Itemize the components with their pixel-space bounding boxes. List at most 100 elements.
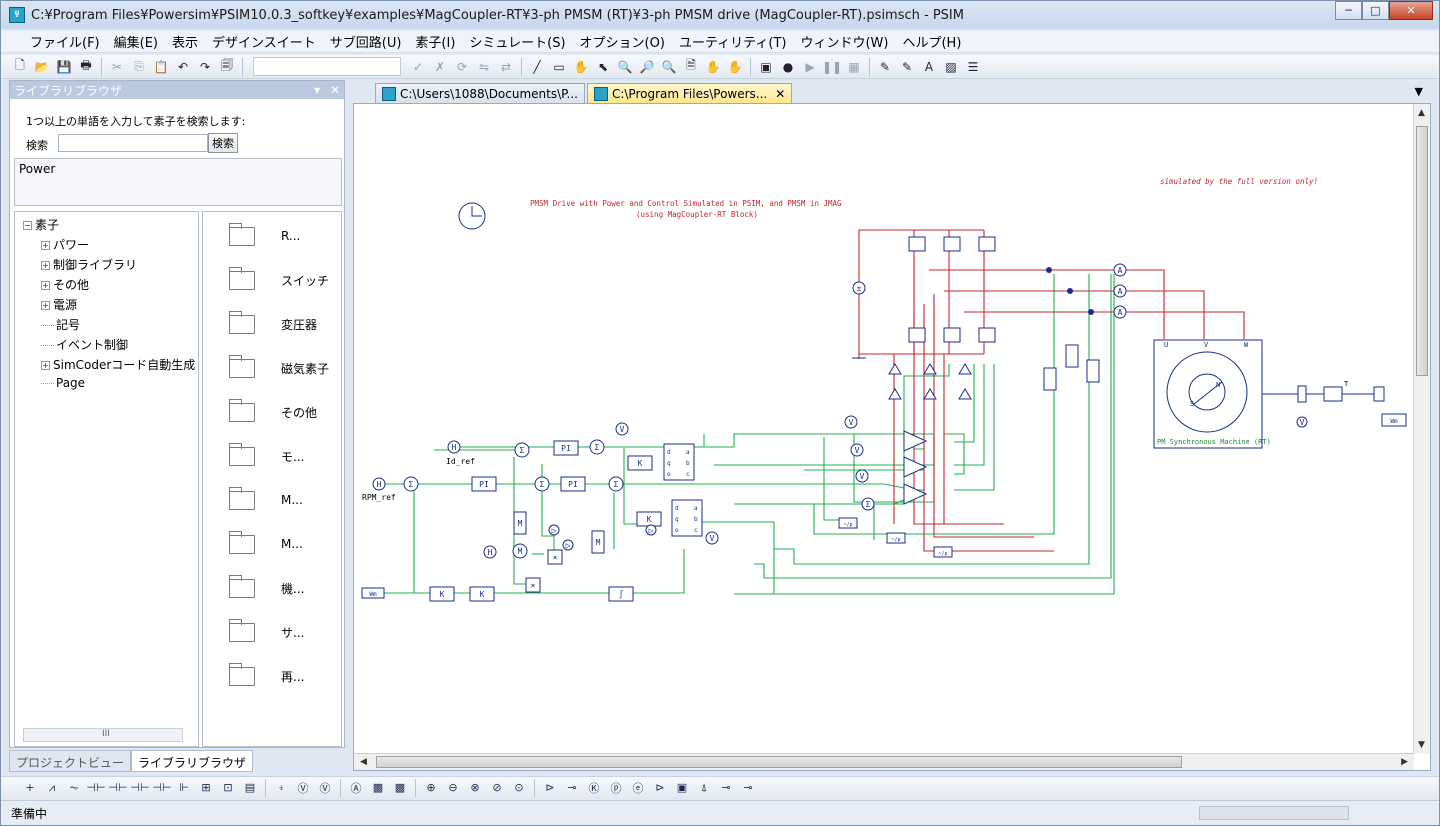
text-icon[interactable]: A: [924, 59, 934, 74]
label-icon[interactable]: ▭: [553, 59, 565, 74]
folder-item[interactable]: M...: [203, 478, 343, 522]
gate-driver-0[interactable]: [888, 363, 902, 375]
gate-driver-1[interactable]: [923, 363, 937, 375]
element-tool-27[interactable]: ⊳: [655, 781, 665, 794]
element-tool-22[interactable]: ⊳: [545, 781, 555, 794]
element-tool-29[interactable]: ⍋: [700, 780, 708, 794]
ammeter-1[interactable]: A: [1113, 284, 1127, 298]
flip-icon[interactable]: ⇋: [478, 59, 490, 74]
element-tool-20[interactable]: ⊘: [492, 781, 502, 794]
voltmeter-2[interactable]: V: [844, 415, 858, 429]
comparator-2[interactable]: [903, 483, 928, 505]
tab-list-dropdown-icon[interactable]: ▼: [1414, 85, 1423, 98]
pencil-icon[interactable]: ✎: [879, 59, 891, 74]
folder-item[interactable]: 変圧器: [203, 302, 343, 346]
igbt-top-2[interactable]: [978, 236, 996, 252]
pan2-icon[interactable]: ✋: [727, 59, 743, 74]
element-tool-13[interactable]: Ⓥ: [319, 781, 331, 795]
element-tool-26[interactable]: ⓔ: [632, 781, 644, 795]
element-tool-12[interactable]: Ⓥ: [297, 781, 309, 795]
zoom-in-icon[interactable]: 🔎: [639, 59, 655, 74]
zoom-out-icon[interactable]: 🔍: [661, 59, 677, 74]
element-tool-14[interactable]: Ⓐ: [350, 781, 362, 795]
folder-item[interactable]: スイッチ: [203, 258, 343, 302]
maximize-button[interactable]: □: [1362, 1, 1389, 20]
menu-item-3[interactable]: デザインスイート: [212, 36, 316, 51]
gate-driver-b-1[interactable]: [923, 388, 937, 400]
folder-item[interactable]: サ...: [203, 610, 343, 654]
multiplier-2[interactable]: ×: [547, 549, 563, 565]
element-tool-25[interactable]: ⓟ: [610, 781, 622, 795]
igbt-bottom-0[interactable]: [908, 327, 926, 343]
menu-item-5[interactable]: 素子(I): [415, 36, 456, 51]
dc-source[interactable]: ±: [852, 281, 866, 295]
mult-block-1[interactable]: M: [513, 511, 527, 535]
expander-icon[interactable]: +: [41, 361, 50, 370]
pi-id[interactable]: PI: [553, 440, 579, 456]
cross-icon[interactable]: ✗: [434, 59, 446, 74]
panel-menu-icon[interactable]: ▾: [314, 83, 321, 97]
new-icon[interactable]: 🗋: [15, 58, 25, 72]
gain-tri-3[interactable]: ▷: [645, 524, 657, 536]
mech-load[interactable]: [1373, 386, 1385, 402]
document-tab-1[interactable]: C:\Program Files\Powers...✕: [586, 83, 793, 103]
element-tool-16[interactable]: ▩: [394, 781, 406, 794]
element-tool-0[interactable]: +: [25, 781, 35, 794]
arrange-icon[interactable]: ☰: [967, 59, 979, 74]
gate-driver-b-0[interactable]: [888, 388, 902, 400]
gate-driver-b-2[interactable]: [958, 388, 972, 400]
igbt-bottom-2[interactable]: [978, 327, 996, 343]
page-icon[interactable]: 🗎: [686, 58, 696, 72]
speed-sensor[interactable]: V: [1296, 416, 1308, 428]
pause-icon[interactable]: ❚❚: [821, 59, 843, 74]
comparator-0[interactable]: [903, 430, 928, 452]
scroll-right-icon[interactable]: ▶: [1401, 757, 1408, 767]
element-tool-8[interactable]: ⊞: [201, 781, 211, 794]
tab-close-icon[interactable]: ✕: [775, 86, 786, 101]
gate-driver-2[interactable]: [958, 363, 972, 375]
rotate-icon[interactable]: ⟳: [456, 59, 468, 74]
integrator[interactable]: ∫: [608, 586, 634, 602]
panel-tab-1[interactable]: ライブラリブラウザ: [131, 750, 254, 772]
tree-item[interactable]: 記号: [41, 316, 80, 333]
element-tool-19[interactable]: ⊗: [470, 781, 480, 794]
vertical-scrollbar[interactable]: ▲ ▼: [1413, 104, 1430, 754]
copy-icon[interactable]: ⎘: [134, 59, 144, 73]
sum-q[interactable]: Σ: [608, 476, 624, 492]
vertical-scroll-thumb[interactable]: [1416, 126, 1428, 376]
scope-icon[interactable]: ▦: [848, 59, 860, 74]
k-gain-3[interactable]: K: [429, 586, 455, 602]
menu-item-4[interactable]: サブ回路(U): [329, 36, 402, 51]
multiplier[interactable]: ×: [525, 577, 541, 593]
element-tool-6[interactable]: ⊣⊢: [152, 781, 172, 794]
expander-icon[interactable]: +: [41, 241, 50, 250]
tree-item[interactable]: +制御ライブラリ: [41, 256, 137, 273]
folder-item[interactable]: R...: [203, 214, 343, 258]
close-button[interactable]: ✕: [1389, 1, 1433, 20]
element-tool-15[interactable]: ▩: [372, 781, 384, 794]
speed-source[interactable]: H: [483, 545, 497, 559]
igbt-top-0[interactable]: [908, 236, 926, 252]
gain-tri-2[interactable]: ▷: [562, 539, 574, 551]
clipboard-icon[interactable]: 🗐: [221, 58, 233, 72]
menu-item-1[interactable]: 編集(E): [113, 36, 158, 51]
element-tool-18[interactable]: ⊖: [448, 781, 458, 794]
folder-item[interactable]: 機...: [203, 566, 343, 610]
mirror-icon[interactable]: ⇄: [500, 59, 512, 74]
ammeter-2[interactable]: A: [1113, 305, 1127, 319]
element-tool-10[interactable]: ▤: [244, 781, 256, 794]
paste-icon[interactable]: 📋: [153, 59, 169, 74]
element-tool-23[interactable]: ⊸: [567, 781, 577, 794]
wire-icon[interactable]: ╱: [533, 59, 541, 74]
element-tool-21[interactable]: ⊙: [514, 781, 524, 794]
menu-item-0[interactable]: ファイル(F): [30, 36, 100, 51]
element-tool-11[interactable]: ⍖: [277, 780, 285, 794]
menu-item-7[interactable]: オプション(O): [579, 36, 665, 51]
pi-speed[interactable]: PI: [471, 476, 497, 492]
menu-item-10[interactable]: ヘルプ(H): [902, 36, 962, 51]
motor-speed-sum[interactable]: M: [512, 543, 528, 559]
expander-icon[interactable]: +: [41, 301, 50, 310]
element-tool-5[interactable]: ⊣⊢: [130, 781, 150, 794]
element-tool-24[interactable]: Ⓚ: [588, 781, 600, 795]
